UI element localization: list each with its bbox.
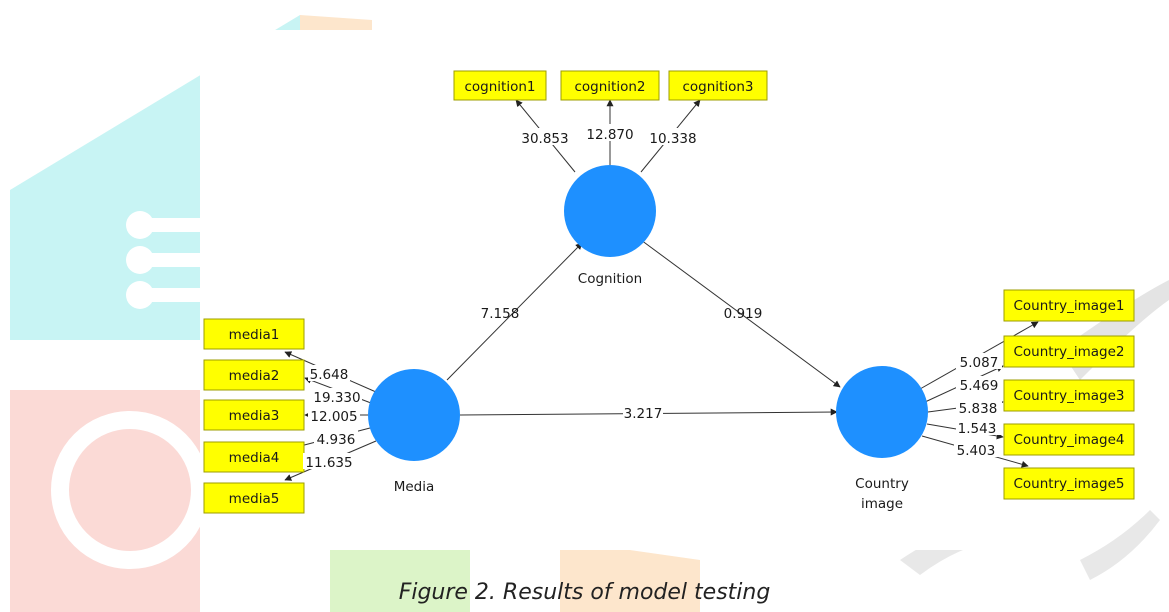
indicator-label-cognition3: cognition3 (682, 79, 753, 95)
path-coef-cognition-country: 0.919 (724, 306, 763, 322)
indicator-box-country2 (1003, 335, 1135, 368)
loading-country2: 5.469 (960, 378, 999, 394)
indicator-box-cognition3 (668, 70, 768, 101)
indicator-box-country5 (1003, 467, 1135, 500)
loading-media5: 11.635 (305, 455, 352, 471)
indicator-label-country3: Country_image3 (1013, 388, 1124, 404)
loading-media2: 19.330 (313, 390, 360, 406)
indicator-label-cognition2: cognition2 (574, 79, 645, 95)
loading-cognition1: 30.853 (521, 131, 568, 147)
loading-cognition2: 12.870 (586, 127, 633, 143)
indicator-box-media1 (203, 318, 305, 350)
loading-media1: 5.648 (310, 367, 349, 383)
indicator-box-media4 (203, 441, 305, 473)
indicator-label-media4: media4 (229, 450, 280, 466)
indicator-box-media3 (203, 399, 305, 431)
latent-cognition (564, 165, 656, 257)
figure-caption: Figure 2. Results of model testing (398, 580, 771, 605)
indicator-box-cognition2 (560, 70, 660, 101)
loading-country4: 1.543 (958, 421, 997, 437)
indicator-label-media2: media2 (229, 368, 280, 384)
indicator-label-media3: media3 (229, 408, 280, 424)
indicator-label-country2: Country_image2 (1013, 344, 1124, 360)
path-coef-media-country: 3.217 (624, 406, 663, 422)
indicator-box-media5 (203, 482, 305, 514)
latent-label-country-image-line1: Country (855, 476, 909, 492)
loading-cognition3: 10.338 (649, 131, 696, 147)
loading-media3: 12.005 (310, 409, 357, 425)
loading-country5: 5.403 (957, 443, 996, 459)
indicator-box-media2 (203, 359, 305, 391)
path-cognition-to-country (640, 239, 841, 388)
indicator-label-country1: Country_image1 (1013, 298, 1124, 314)
indicator-box-country1 (1003, 289, 1135, 322)
loading-country1: 5.087 (960, 355, 999, 371)
indicator-label-media1: media1 (229, 327, 280, 343)
indicator-label-country4: Country_image4 (1013, 432, 1124, 448)
indicator-box-cognition1 (453, 70, 547, 101)
loading-country3: 5.838 (959, 401, 998, 417)
latent-country-image (836, 366, 928, 458)
indicator-label-country5: Country_image5 (1013, 476, 1124, 492)
latent-media (368, 369, 460, 461)
indicator-box-country4 (1003, 423, 1135, 456)
loading-media4: 4.936 (317, 432, 356, 448)
latent-label-country-image-line2: image (861, 496, 903, 512)
indicator-box-country3 (1003, 379, 1135, 412)
path-coef-media-cognition: 7.158 (481, 306, 520, 322)
path-media-to-cognition (446, 242, 583, 381)
indicator-label-media5: media5 (229, 491, 280, 507)
indicator-label-cognition1: cognition1 (464, 79, 535, 95)
latent-label-cognition: Cognition (578, 271, 642, 287)
latent-label-media: Media (394, 479, 435, 495)
